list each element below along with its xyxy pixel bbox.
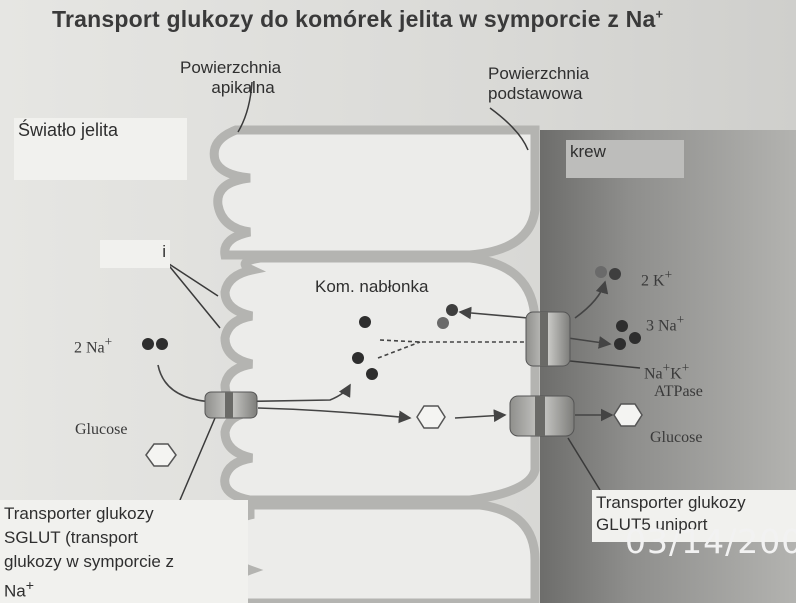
glucose-left-label: Glucose: [75, 421, 128, 438]
date-stamp: 03/14/200: [625, 522, 796, 561]
epithelial-cells: [209, 125, 540, 603]
glucose-hexagon-icon: [145, 403, 643, 467]
cell-top: [209, 125, 540, 260]
sglut-label: Transporter glukozy SGLUT (transport glu…: [0, 500, 248, 603]
glut-transporter-icon: [509, 395, 575, 437]
two-potassium-label: 2 K+: [641, 267, 673, 290]
blood-label: krew: [566, 140, 684, 178]
blood-region: [540, 130, 796, 603]
microvilli-label: i: [100, 240, 170, 268]
glut-label: Transporter glukozy GLUT5 uniport: [592, 490, 796, 542]
two-sodium-label: 2 Na+: [74, 334, 113, 357]
potassium-ion-icon: [437, 266, 621, 329]
diagram-title: Transport glukozy do komórek jelita w sy…: [52, 6, 664, 32]
cell-bottom: [220, 500, 540, 603]
lumen-label: Światło jelita: [14, 118, 187, 180]
basal-surface-label: Powierzchnia podstawowa: [488, 64, 590, 103]
apical-surface-label: Powierzchnia apikalna: [180, 58, 282, 97]
sglut-transporter-icon: [204, 391, 258, 419]
glucose-right-label: Glucose: [650, 429, 703, 446]
cell-label: Kom. nabłonka: [315, 277, 429, 296]
sodium-ion-icon: [142, 316, 641, 380]
atpase-pump-icon: [525, 311, 571, 367]
atpase-label: Na+K+ ATPase: [644, 360, 703, 401]
arrows: [157, 280, 614, 424]
pointer-lines: [165, 81, 641, 501]
three-sodium-label: 3 Na+: [646, 312, 685, 335]
